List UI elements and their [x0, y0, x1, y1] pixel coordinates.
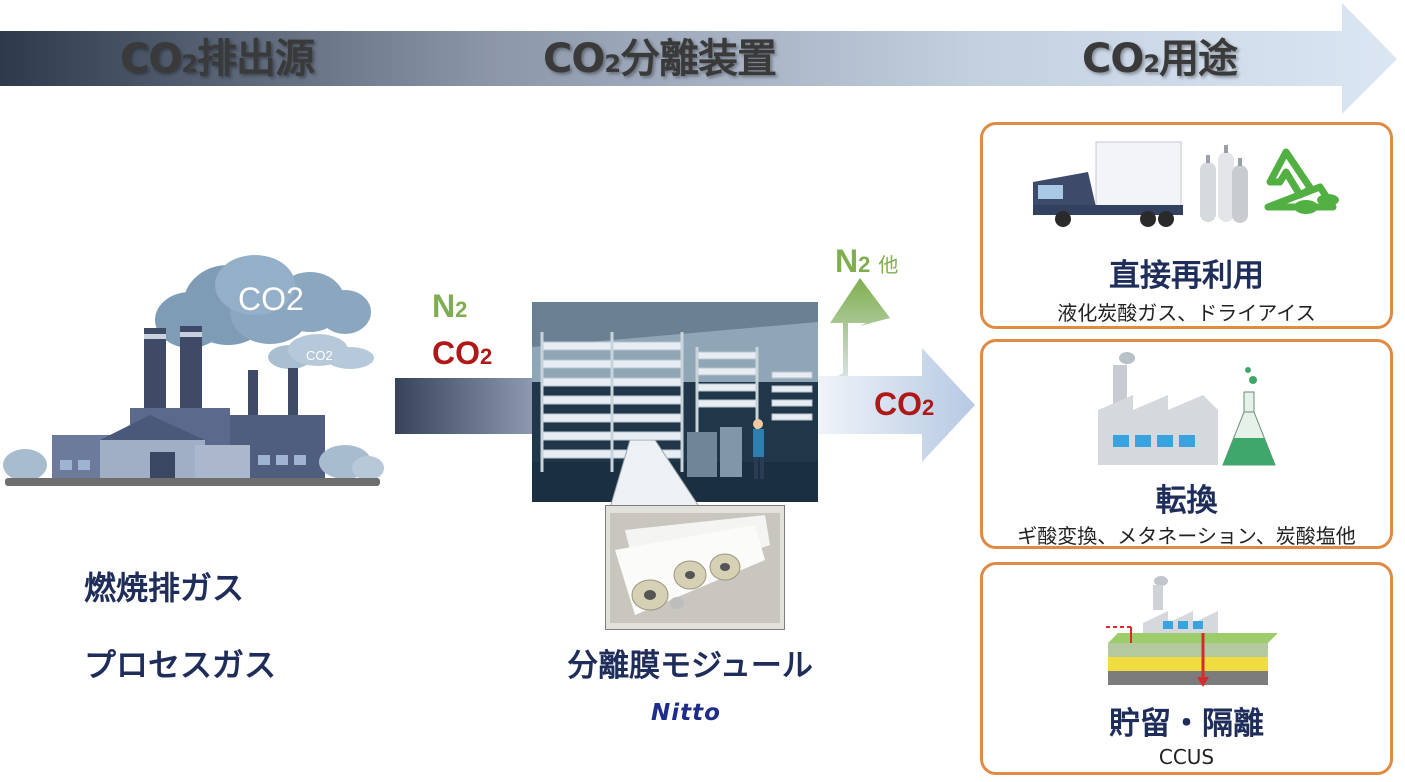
factory-icon	[1098, 352, 1218, 465]
stage-title-separation: CO2分離装置	[543, 36, 777, 82]
use-subtitle-direct-reuse: 液化炭酸ガス、ドライアイス	[1057, 301, 1316, 325]
feed-gas-bar	[395, 378, 535, 434]
cloud-large-text: CO2	[238, 281, 304, 317]
input-co2-label: CO2	[432, 335, 493, 371]
use-title-storage: 貯留・隔離	[1109, 706, 1264, 742]
use-subtitle-conversion: ギ酸変換、メタネーション、炭酸塩他	[1017, 524, 1356, 548]
flask-icon	[1222, 367, 1276, 466]
use-title-direct-reuse: 直接再利用	[1109, 258, 1264, 294]
use2-icons	[1098, 352, 1276, 466]
use-subtitle-storage: CCUS	[1158, 745, 1215, 769]
use-title-conversion: 転換	[1155, 483, 1218, 519]
use-box-conversion: 転換 ギ酸変換、メタネーション、炭酸塩他	[980, 339, 1393, 549]
co2-cloud-small-icon: CO2	[268, 334, 374, 369]
stage-title-source: CO2排出源	[120, 36, 315, 82]
membrane-module-photo	[605, 505, 785, 630]
recycle-leaf-icon	[1264, 148, 1339, 214]
input-n2-label: N2	[432, 288, 468, 324]
use-box-direct-reuse: 直接再利用 液化炭酸ガス、ドライアイス	[980, 122, 1393, 329]
source-label-process: プロセスガス	[84, 646, 277, 684]
output-co2-label: CO2	[874, 386, 935, 422]
use-box-storage: 貯留・隔離 CCUS	[980, 562, 1393, 775]
svg-text:CO2: CO2	[306, 348, 333, 363]
source-label-combustion: 燃焼排ガス	[84, 569, 245, 607]
truck-icon	[1033, 141, 1183, 227]
membrane-module-label: 分離膜モジュール	[567, 648, 813, 684]
n2-outlet-arrow	[823, 278, 890, 386]
separation-plant-illustration	[532, 302, 818, 502]
co2-outlet-arrow	[812, 348, 975, 462]
stage-title-use: CO2用途	[1082, 36, 1238, 82]
callout-pointer	[609, 440, 701, 509]
storage-ground-icon	[1106, 576, 1278, 687]
nitto-logo: Nitto	[651, 700, 721, 726]
process-banner-arrow	[0, 3, 1397, 114]
factory-illustration: CO2 CO2	[3, 255, 384, 486]
co2-cloud-large-icon: CO2	[155, 255, 371, 348]
use3-icons	[1106, 576, 1278, 687]
gas-cylinder-icon	[1200, 145, 1248, 223]
use1-icons	[1033, 141, 1339, 227]
